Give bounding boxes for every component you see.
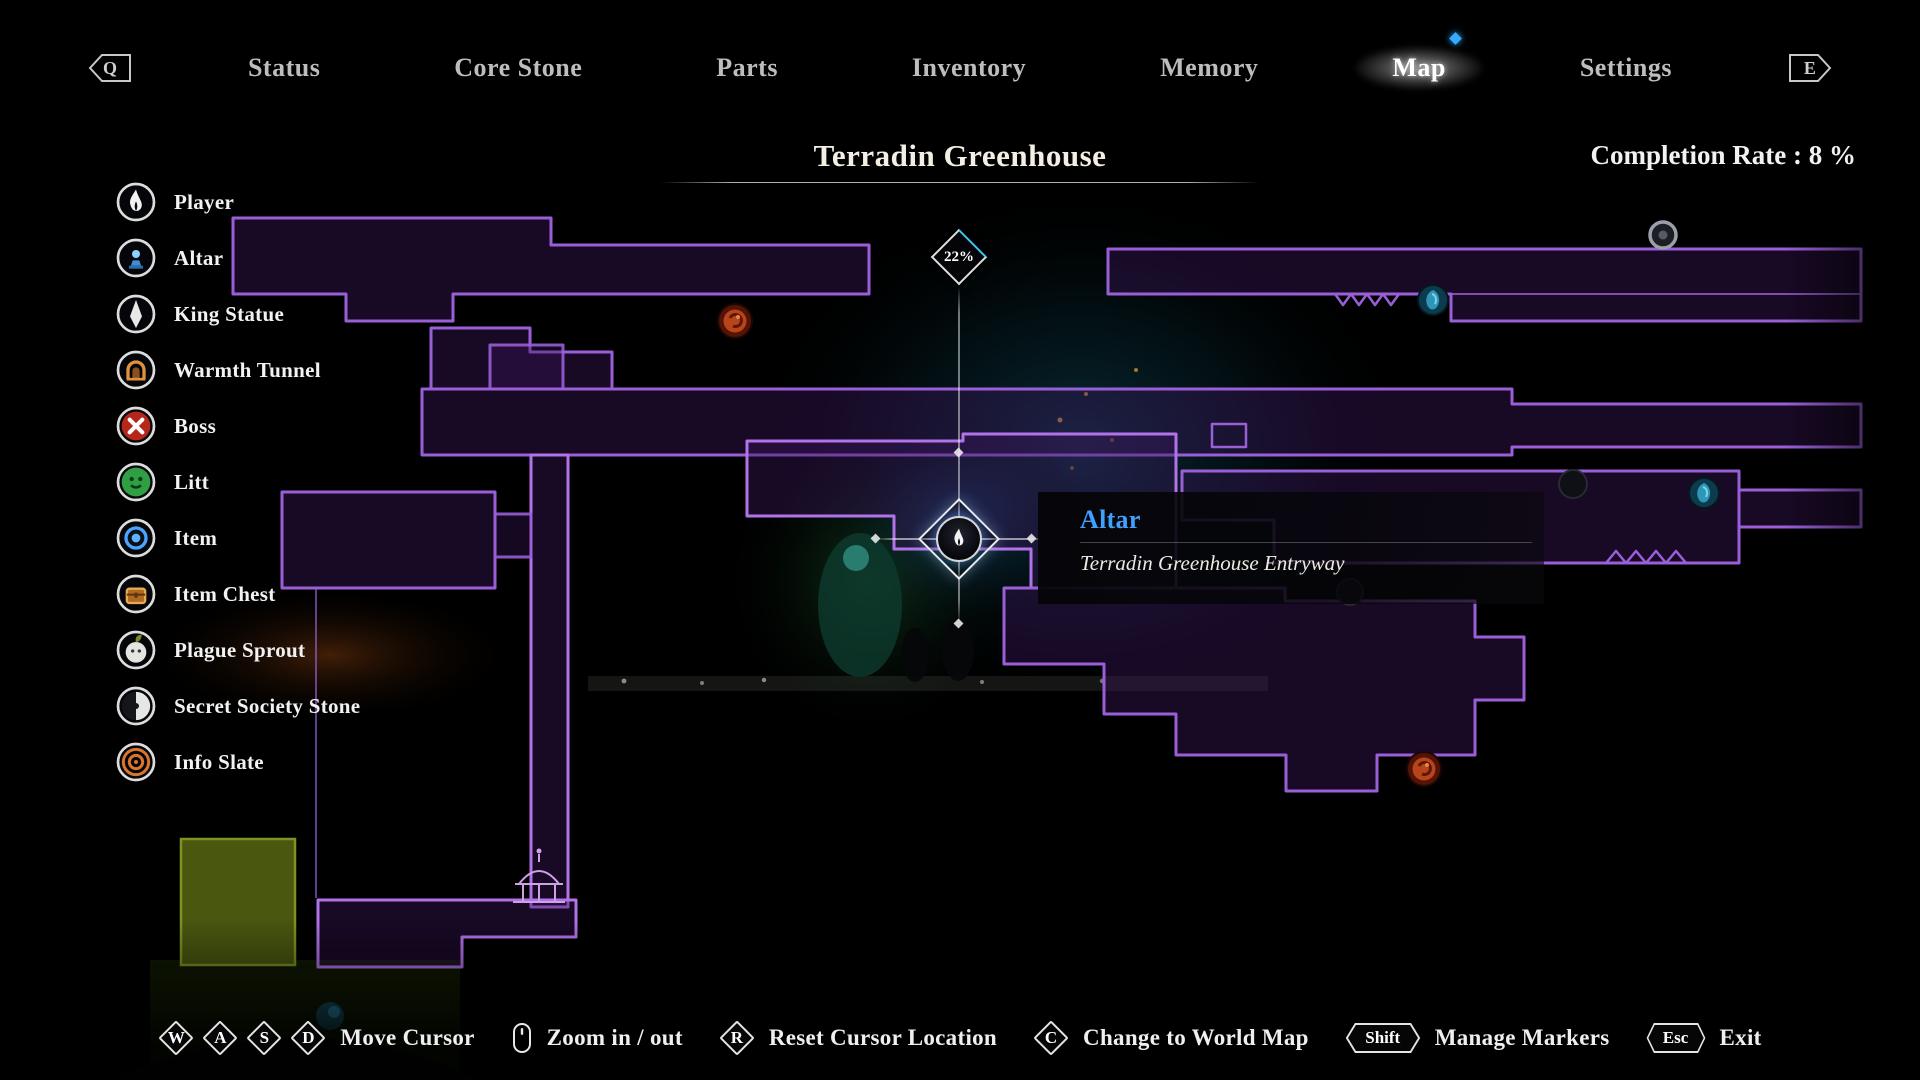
zone-completion-marker: 22% bbox=[926, 224, 992, 290]
key-w-icon: W bbox=[158, 1020, 195, 1056]
map-legend: Player Altar King Statue bbox=[116, 174, 360, 790]
region-title: Terradin Greenhouse bbox=[813, 138, 1107, 173]
title-underline bbox=[660, 182, 1260, 183]
tab-map-label: Map bbox=[1392, 53, 1446, 82]
legend-item-altar: Altar bbox=[116, 230, 360, 286]
green-room bbox=[179, 837, 297, 967]
next-tab-key[interactable]: E bbox=[1788, 53, 1832, 83]
tab-core-stone[interactable]: Core Stone bbox=[454, 53, 583, 82]
zone-completion-value: 22% bbox=[944, 248, 974, 265]
tab-inventory[interactable]: Inventory bbox=[911, 53, 1027, 82]
tooltip-divider bbox=[1080, 542, 1532, 543]
warmth-tunnel-icon bbox=[116, 350, 156, 390]
dark-orb-marker bbox=[1558, 469, 1588, 499]
tooltip-title: Altar bbox=[1080, 505, 1141, 534]
tab-parts[interactable]: Parts bbox=[716, 53, 778, 82]
legend-item-player: Player bbox=[116, 174, 360, 230]
altar-icon bbox=[116, 238, 156, 278]
legend-item-king-statue: King Statue bbox=[116, 286, 360, 342]
plague-sprout-marker bbox=[1688, 477, 1720, 509]
plague-sprout-marker bbox=[1417, 284, 1449, 316]
top-nav: Q Status Core Stone Parts Inventory Memo… bbox=[0, 32, 1920, 100]
litt-icon bbox=[116, 462, 156, 502]
legend-item-plague-sprout: Plague Sprout bbox=[116, 622, 360, 678]
map-title: Terradin Greenhouse bbox=[660, 138, 1260, 183]
key-d-icon: D bbox=[290, 1020, 327, 1056]
legend-item-boss: Boss bbox=[116, 398, 360, 454]
player-flame-icon bbox=[954, 528, 964, 546]
mouse-icon bbox=[511, 1022, 533, 1054]
player-flame-icon bbox=[116, 182, 156, 222]
legend-item-info-slate: Info Slate bbox=[116, 734, 360, 790]
legend-item-item-chest: Item Chest bbox=[116, 566, 360, 622]
key-c-icon: C bbox=[1033, 1020, 1069, 1056]
map-cursor[interactable] bbox=[909, 489, 1009, 589]
tab-settings[interactable]: Settings bbox=[1579, 53, 1672, 82]
secret-society-stone-icon bbox=[116, 686, 156, 726]
control-move-cursor: W A S D Move Cursor bbox=[158, 1020, 474, 1056]
control-zoom: Zoom in / out bbox=[511, 1022, 683, 1054]
plague-sprout-icon bbox=[116, 630, 156, 670]
item-chest-icon bbox=[116, 574, 156, 614]
control-reset-cursor: R Reset Cursor Location bbox=[719, 1020, 997, 1056]
control-exit: Esc Exit bbox=[1646, 1022, 1762, 1054]
control-hints-bar: W A S D Move Cursor Zoom in / out R Rese… bbox=[0, 1020, 1920, 1056]
legend-item-secret-society-stone: Secret Society Stone bbox=[116, 678, 360, 734]
prev-tab-key[interactable]: Q bbox=[88, 53, 132, 83]
legend-item-item: Item bbox=[116, 510, 360, 566]
key-a-icon: A bbox=[202, 1020, 239, 1056]
info-slate-icon bbox=[116, 742, 156, 782]
key-r-icon: R bbox=[719, 1020, 755, 1056]
boss-marker bbox=[1406, 751, 1442, 787]
key-esc-icon: Esc bbox=[1646, 1022, 1706, 1054]
legend-item-warmth-tunnel: Warmth Tunnel bbox=[116, 342, 360, 398]
tooltip-subtitle: Terradin Greenhouse Entryway bbox=[1080, 551, 1345, 575]
tab-map[interactable]: Map bbox=[1356, 32, 1482, 89]
marker-tooltip: Altar Terradin Greenhouse Entryway bbox=[1038, 492, 1544, 604]
completion-rate: Completion Rate : 8 % bbox=[1590, 140, 1856, 170]
cursor-player-orb bbox=[936, 516, 982, 562]
legend-item-litt: Litt bbox=[116, 454, 360, 510]
boss-icon bbox=[116, 406, 156, 446]
king-statue-icon bbox=[116, 294, 156, 334]
tab-memory[interactable]: Memory bbox=[1160, 53, 1259, 82]
boss-marker bbox=[717, 303, 753, 339]
key-shift-icon: Shift bbox=[1345, 1022, 1421, 1054]
item-marker bbox=[1648, 220, 1678, 250]
control-world-map: C Change to World Map bbox=[1033, 1020, 1309, 1056]
control-manage-markers: Shift Manage Markers bbox=[1345, 1022, 1610, 1054]
tab-status[interactable]: Status bbox=[247, 53, 321, 82]
key-s-icon: S bbox=[246, 1020, 283, 1056]
item-icon bbox=[116, 518, 156, 558]
